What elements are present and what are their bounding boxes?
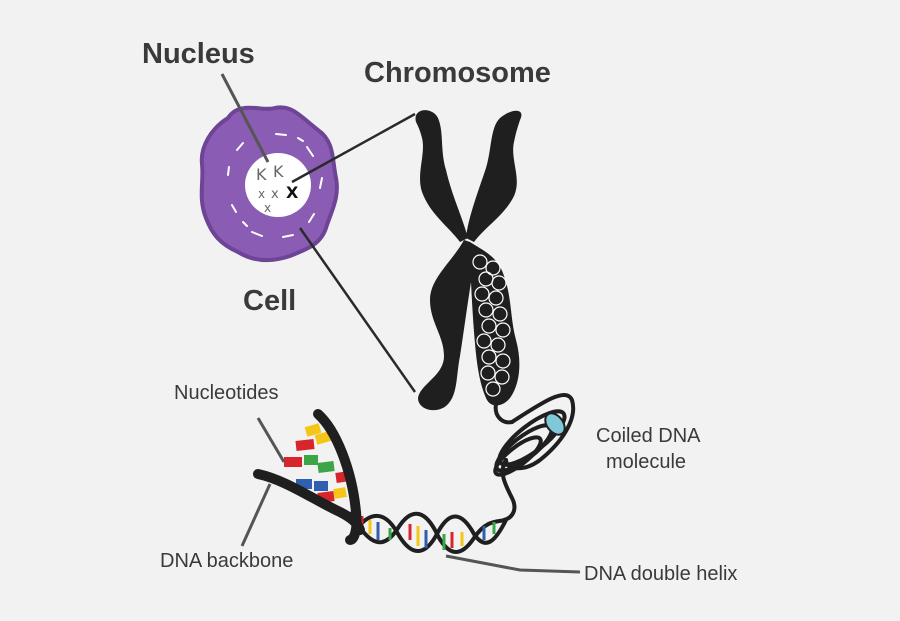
svg-text:X: X: [286, 183, 299, 202]
cytoplasm-marks: [227, 133, 323, 238]
nucleus-label: Nucleus: [142, 38, 255, 70]
dna-backbone-strand-b: [253, 469, 365, 535]
helix-base-pairs: [360, 516, 496, 550]
svg-text:x: x: [271, 187, 279, 202]
dna-double-helix-label: DNA double helix: [584, 563, 737, 585]
svg-text:K: K: [256, 165, 267, 184]
mini-chromosomes: K K x x X x: [256, 162, 299, 215]
cell: K K x x X x: [199, 105, 339, 263]
dna-ladder-detail: [253, 409, 365, 545]
backbone-leader-line: [240, 483, 272, 547]
double-helix-leader-line: [445, 554, 581, 574]
chromosome-label: Chromosome: [364, 57, 551, 89]
svg-text:x: x: [264, 201, 271, 215]
coiled-dna-molecule: [493, 393, 576, 522]
zoom-line-top: [291, 112, 416, 184]
nucleotides-leader-line: [256, 417, 286, 463]
dna-double-helix: [348, 511, 508, 554]
svg-text:K: K: [273, 162, 284, 181]
nucleus: [245, 153, 311, 217]
svg-text:x: x: [258, 187, 265, 201]
cell-label: Cell: [243, 285, 296, 317]
chromosome-arm-upper-right: [466, 110, 522, 242]
chromosome-arm-lower-right: [470, 242, 520, 406]
chromosome-arm-lower-left: [418, 240, 473, 411]
chromosome-arm-upper-left: [415, 110, 468, 242]
zoom-line-bottom: [298, 227, 417, 393]
nucleosome-beads: [472, 254, 511, 397]
dna-backbone-strand-a: [313, 409, 362, 545]
coiled-dna-label-line1: Coiled DNA: [596, 425, 701, 447]
nucleotides-label: Nucleotides: [174, 382, 279, 404]
dna-backbone-label: DNA backbone: [160, 550, 293, 572]
chromosome: [415, 110, 522, 411]
coiled-dna-label-line2: molecule: [606, 451, 686, 473]
nucleus-leader-line: [220, 73, 270, 163]
